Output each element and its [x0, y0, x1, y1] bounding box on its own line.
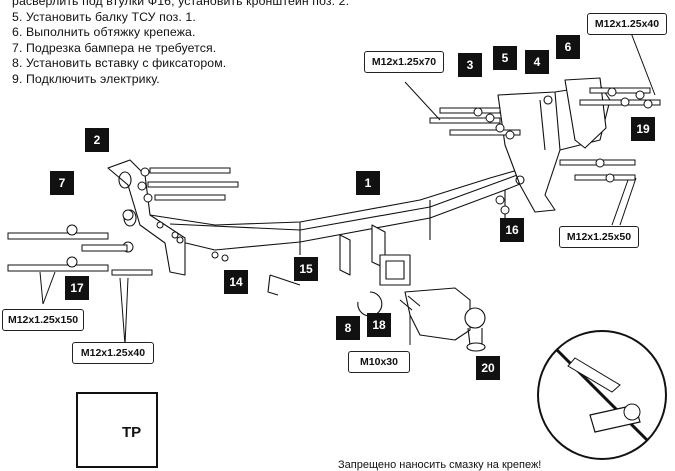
- bolt-spec-label: M10x30: [348, 351, 410, 373]
- right-bracket: [497, 77, 611, 213]
- part-number: 20: [476, 356, 500, 380]
- grease-warning: Запрещено наносить смазку на крепеж!: [338, 459, 542, 471]
- part-number: 4: [525, 50, 549, 74]
- bolt-spec-label: M12x1.25x150: [2, 309, 84, 331]
- locking-pin: [267, 274, 301, 296]
- step-line: 6. Выполнить обтяжку крепежа.: [12, 25, 196, 39]
- part-number: 14: [224, 270, 248, 294]
- part-number: 15: [294, 257, 318, 281]
- leader-lines: [39, 24, 656, 346]
- bolt-group-left: [7, 209, 229, 276]
- bolt-spec-label: M12x1.25x40: [587, 13, 667, 35]
- part-number: 6: [556, 35, 580, 59]
- installation-steps: расверлить под втулки Ф16, установить кр…: [12, 0, 349, 87]
- bolt-group-upper-left: [137, 167, 239, 203]
- bolt-group-right: [495, 158, 636, 215]
- part-number: 16: [500, 218, 524, 242]
- bolt-spec-label: M12x1.25x40: [72, 342, 154, 364]
- step-line: 8. Установить вставку с фиксатором.: [12, 56, 227, 70]
- bolt-group-upper-right: [429, 87, 661, 140]
- ball-mount: [379, 254, 486, 352]
- part-number: 3: [458, 53, 482, 77]
- part-number: 2: [85, 128, 109, 152]
- step-line: 7. Подрезка бампера не требуется.: [12, 40, 217, 55]
- cert-mark: ТР: [122, 424, 142, 441]
- part-number: 7: [50, 171, 74, 195]
- part-number: 19: [631, 117, 655, 141]
- step-line: расверлить под втулки Ф16, установить кр…: [12, 0, 350, 8]
- bolt-spec-label: M12x1.25x50: [559, 226, 639, 248]
- step-line: 5. Установить балку ТСУ поз. 1.: [12, 9, 196, 24]
- left-bracket: [107, 159, 186, 276]
- certification-box: ТР: [76, 392, 158, 468]
- part-number: 18: [367, 313, 391, 337]
- bolt-spec-label: M12x1.25x70: [364, 51, 444, 73]
- part-number: 17: [65, 276, 89, 300]
- ball-bolt: [399, 295, 421, 311]
- no-grease-prohibition-icon: [537, 330, 667, 460]
- part-number: 1: [356, 171, 380, 195]
- step-line: 9. Подключить электрику.: [12, 71, 160, 86]
- part-number: 8: [336, 316, 360, 340]
- part-number: 5: [493, 46, 517, 70]
